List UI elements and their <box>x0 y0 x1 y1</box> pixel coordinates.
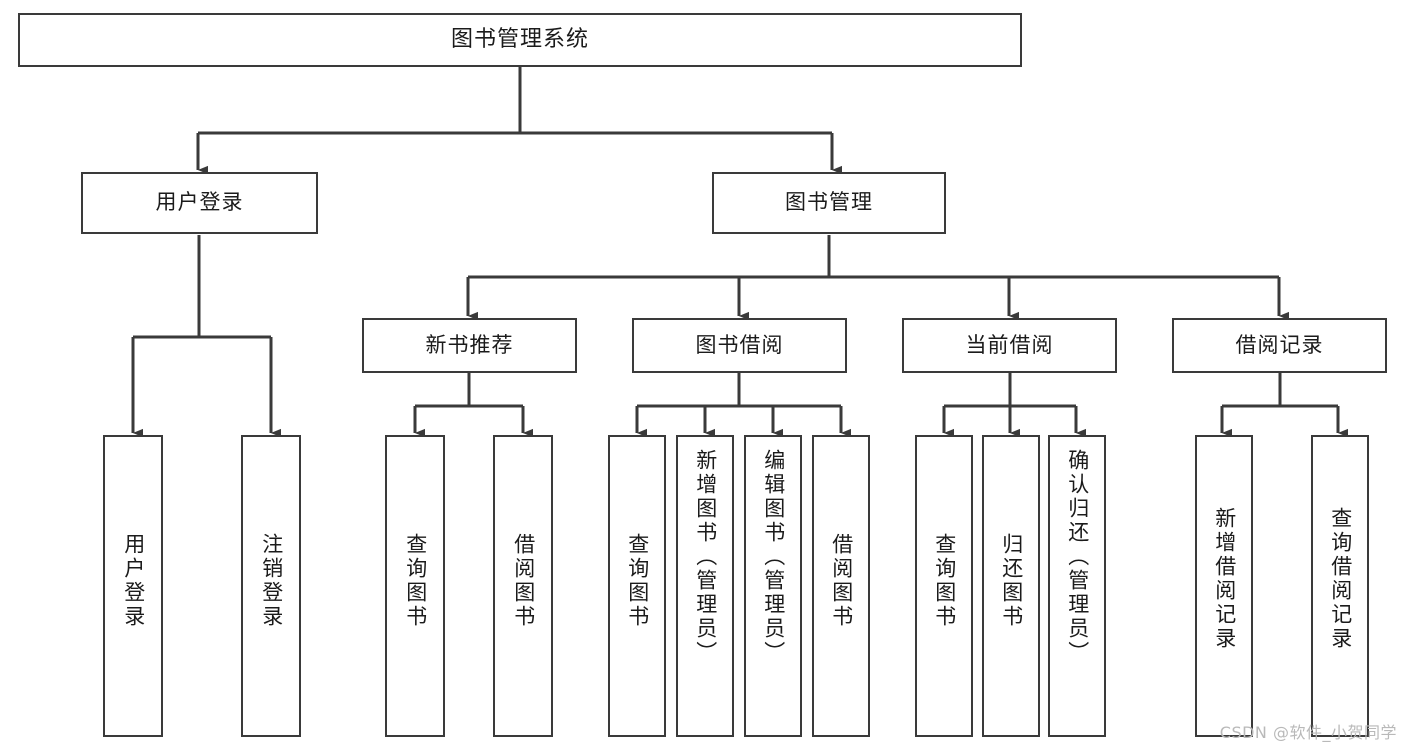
leaf-borrow-book[interactable]: 借阅图书 <box>812 435 870 737</box>
leaf-label: 查询图书 <box>625 533 650 629</box>
node-label: 借阅记录 <box>1235 332 1324 357</box>
leaf-borrow-book-recommend[interactable]: 借阅图书 <box>493 435 553 737</box>
leaf-label: 查询借阅记录 <box>1328 507 1353 651</box>
node-label: 当前借阅 <box>965 332 1054 357</box>
node-borrow-records[interactable]: 借阅记录 <box>1172 318 1387 373</box>
leaf-query-book-current[interactable]: 查询图书 <box>915 435 973 737</box>
node-new-book-recommend[interactable]: 新书推荐 <box>362 318 577 373</box>
node-current-borrow[interactable]: 当前借阅 <box>902 318 1117 373</box>
leaf-label: 编辑图书（管理员） <box>761 449 786 665</box>
leaf-label: 归还图书 <box>999 533 1024 629</box>
node-user-login[interactable]: 用户登录 <box>81 172 318 234</box>
node-label: 图书管理 <box>785 190 873 215</box>
node-label: 用户登录 <box>155 190 244 215</box>
node-label: 新书推荐 <box>425 332 514 357</box>
leaf-query-book-borrow[interactable]: 查询图书 <box>608 435 666 737</box>
leaf-query-borrow-record[interactable]: 查询借阅记录 <box>1311 435 1369 737</box>
leaf-user-logout[interactable]: 注销登录 <box>241 435 301 737</box>
leaf-label: 新增图书（管理员） <box>693 449 718 665</box>
leaf-label: 查询图书 <box>403 533 428 629</box>
leaf-label: 借阅图书 <box>511 533 536 629</box>
node-book-borrow[interactable]: 图书借阅 <box>632 318 847 373</box>
node-root-system[interactable]: 图书管理系统 <box>18 13 1022 67</box>
leaf-return-book[interactable]: 归还图书 <box>982 435 1040 737</box>
leaf-edit-book-admin[interactable]: 编辑图书（管理员） <box>744 435 802 737</box>
leaf-add-borrow-record[interactable]: 新增借阅记录 <box>1195 435 1253 737</box>
node-label: 图书借阅 <box>695 332 784 357</box>
leaf-confirm-return-admin[interactable]: 确认归还（管理员） <box>1048 435 1106 737</box>
csdn-watermark: CSDN @软件_小贺同学 <box>1219 723 1397 742</box>
leaf-label: 注销登录 <box>259 533 284 629</box>
leaf-query-book-recommend[interactable]: 查询图书 <box>385 435 445 737</box>
leaf-label: 新增借阅记录 <box>1212 507 1237 651</box>
leaf-add-book-admin[interactable]: 新增图书（管理员） <box>676 435 734 737</box>
node-label: 图书管理系统 <box>450 26 589 52</box>
leaf-label: 查询图书 <box>932 533 957 629</box>
leaf-label: 用户登录 <box>121 533 146 629</box>
leaf-label: 借阅图书 <box>829 533 854 629</box>
leaf-user-login[interactable]: 用户登录 <box>103 435 163 737</box>
node-book-management[interactable]: 图书管理 <box>712 172 946 234</box>
leaf-label: 确认归还（管理员） <box>1065 449 1090 665</box>
